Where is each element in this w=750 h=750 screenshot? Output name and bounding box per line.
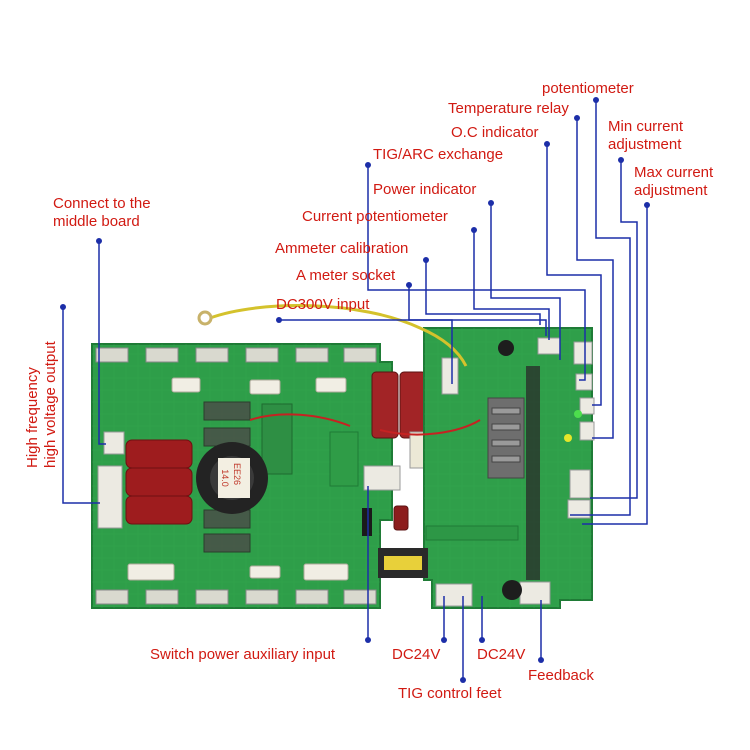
dc300v-wire (197, 304, 481, 436)
leader-power-indicator (490, 203, 561, 360)
label-hf-output-line2: high voltage output (42, 341, 59, 468)
leader-current-potentiometer (473, 230, 550, 340)
label-tig-arc-exchange: TIG/ARC exchange (373, 146, 504, 163)
toroid-transformer: EE26 14.0 (196, 442, 268, 514)
leader-temperature-relay (576, 118, 614, 439)
leader-tig-arc (367, 165, 586, 381)
film-capacitors (125, 439, 193, 525)
pin-header-strip (526, 366, 540, 580)
label-dc24v-right: DC24V (477, 646, 526, 663)
hf-connector-large (97, 465, 123, 529)
leader-ammeter-calibration (425, 260, 541, 325)
label-switch-power-aux: Switch power auxiliary input (150, 646, 336, 663)
leader-potentiometer (570, 100, 631, 516)
driver-board-upper (329, 431, 359, 487)
label-feedback: Feedback (528, 667, 594, 684)
leader-a-meter-socket (408, 285, 547, 336)
label-current-potentiometer: Current potentiometer (302, 208, 448, 225)
leader-dc300v (279, 319, 453, 384)
right-edge-connectors (435, 337, 595, 607)
leader-hf-output (62, 307, 100, 504)
igbt-heatsinks (203, 401, 293, 553)
label-hf-output-line1: High frequency (24, 367, 41, 468)
transformer-label-1: EE26 (232, 463, 242, 485)
label-min-current-line1: Min current (608, 118, 684, 135)
label-tig-control-feet: TIG control feet (398, 685, 502, 702)
label-dc24v-left: DC24V (392, 646, 441, 663)
label-min-current-line2: adjustment (608, 136, 682, 153)
leader-oc-indicator (546, 144, 602, 406)
overcurrent-led (564, 434, 572, 442)
label-dc300v-input: DC300V input (276, 296, 370, 313)
label-oc-indicator: O.C indicator (451, 124, 539, 141)
label-potentiometer: potentiometer (542, 80, 634, 97)
label-connect-middle-line1: Connect to the (53, 195, 151, 212)
aux-input-socket (362, 508, 372, 536)
hf-connector-small (103, 431, 125, 455)
aux-transformer (378, 548, 428, 578)
leader-max-current (582, 205, 648, 525)
label-max-current-line1: Max current (634, 164, 714, 181)
aux-input-connector (363, 465, 401, 491)
top-terminal-pads (95, 347, 377, 363)
power-led (574, 410, 582, 418)
control-board (378, 327, 595, 609)
aux-board (425, 525, 519, 541)
label-power-indicator: Power indicator (373, 181, 477, 198)
power-resistors (127, 377, 349, 581)
main-board: EE26 14.0 (91, 343, 451, 609)
control-cap-2 (502, 580, 522, 600)
leader-lines (62, 100, 648, 680)
label-connect-middle-line2: middle board (53, 213, 140, 230)
leader-connect-middle (98, 241, 106, 445)
leader-min-current (590, 160, 638, 499)
control-cap-1 (498, 340, 514, 356)
label-max-current-line2: adjustment (634, 182, 708, 199)
label-a-meter-socket: A meter socket (296, 267, 396, 284)
label-ammeter-calibration: Ammeter calibration (275, 240, 409, 257)
leader-dots (60, 97, 650, 683)
transformer-label-2: 14.0 (220, 469, 230, 487)
control-heatsink (487, 397, 525, 479)
label-temperature-relay: Temperature relay (448, 100, 569, 117)
